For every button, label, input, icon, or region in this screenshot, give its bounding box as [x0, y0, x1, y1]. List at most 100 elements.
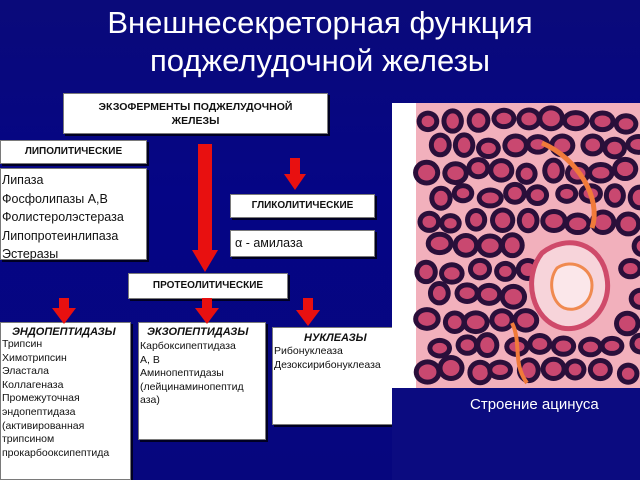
acinus-lumen	[470, 213, 483, 227]
exopeptidase-label: ЭКЗОПЕПТИДАЗЫ	[147, 326, 249, 338]
list-item: Рибонуклеаза	[274, 345, 343, 357]
acinus-lumen	[457, 238, 475, 253]
acinus-lumen	[457, 137, 471, 153]
acinus-lumen	[442, 360, 460, 377]
acinus-lumen	[592, 362, 608, 377]
acinus-lumen	[418, 364, 437, 380]
acinus-cell	[631, 235, 640, 257]
acinus-lumen	[594, 115, 611, 128]
list-item: Карбоксипептидаза	[140, 340, 236, 352]
acinus-lumen	[447, 315, 462, 330]
acinus-lumen	[480, 337, 495, 354]
acinus-lumen	[472, 364, 488, 381]
endopeptidase-box: ЭНДОПЕПТИДАЗЫ Трипсин Химотрипсин Эласта…	[0, 322, 131, 480]
list-item: прокарбооксипептида	[2, 446, 110, 459]
acinus-lumen	[521, 212, 535, 229]
acinus-lumen	[618, 118, 634, 130]
acinus-lumen	[504, 288, 523, 305]
acinus-lumen	[568, 363, 582, 376]
acinus-lumen	[517, 313, 535, 328]
lipolytic-box: ЛИПОЛИТИЧЕСКИЕ	[0, 140, 147, 164]
acinus-lumen	[499, 265, 512, 277]
acinus-lumen	[520, 167, 533, 180]
list-item: Дезоксирибонуклеаза	[274, 358, 381, 371]
proteolytic-label: ПРОТЕОЛИТИЧЕСКИЕ	[152, 280, 264, 291]
acinus-lumen	[432, 286, 446, 301]
list-item: Промежуточная	[2, 392, 80, 405]
endopeptidase-list: Трипсин Химотрипсин Эластала Коллагеназа…	[1, 338, 130, 460]
acinus-lumen	[481, 142, 496, 155]
amylase-label: α - амилаза	[235, 236, 303, 250]
caption-panel	[392, 388, 640, 480]
acinus-lumen	[496, 112, 512, 125]
acinus-lumen	[530, 139, 546, 150]
acinus-lumen	[471, 162, 486, 175]
acinus-lumen	[421, 115, 435, 128]
endopeptidase-label: ЭНДОПЕПТИДАЗЫ	[12, 326, 116, 338]
list-item: Липопротеинлипаза	[2, 228, 119, 243]
acinus-lumen	[504, 237, 520, 254]
title-line-2: поджелудочной железы	[149, 43, 491, 78]
acinus-lumen	[460, 339, 475, 351]
glycolytic-label: ГЛИКОЛИТИЧЕСКИЕ	[251, 200, 354, 211]
list-item: (активированная	[2, 419, 85, 432]
acinus-lumen	[433, 137, 447, 153]
acinus-lumen	[633, 292, 640, 305]
acinus-lumen	[592, 166, 610, 179]
acinus-lumen	[566, 115, 585, 127]
acinus-lumen	[521, 112, 537, 126]
acinus-lumen	[507, 138, 524, 153]
acinus-image-icon	[392, 103, 640, 388]
exoenzymes-label: ЭКЗОФЕРМЕНТЫ ПОДЖЕЛУДОЧНОЙ ЖЕЛЕЗЫ	[98, 101, 293, 127]
list-item: Аминопептидазы	[140, 367, 224, 380]
list-item: Фолистеролэстераза	[2, 210, 124, 224]
acinus-lumen	[481, 192, 499, 204]
page-title: Внешнесекреторная функция поджелудочной …	[0, 4, 640, 80]
acinus-lumen	[444, 218, 457, 229]
acinus-lumen	[532, 338, 548, 350]
title-line-1: Внешнесекреторная функция	[107, 5, 533, 40]
acinus-lumen	[434, 190, 448, 206]
acinus-lumen	[545, 361, 562, 376]
nuclease-list: Рибонуклеаза Дезоксирибонуклеаза	[273, 344, 402, 372]
acinus-lumen	[623, 262, 638, 275]
acinus-lumen	[560, 188, 574, 199]
list-item: Коллагеназа	[2, 378, 64, 391]
acinus-lumen	[521, 362, 536, 379]
acinus-lumen	[594, 214, 612, 230]
acinus-lumen	[492, 364, 508, 376]
acinus-lumen	[447, 166, 464, 181]
acinus-lumen	[634, 337, 640, 350]
exopeptidase-list: Карбоксипептидаза А, В Аминопептидазы (л…	[139, 338, 265, 408]
arrow-down-icon	[192, 144, 218, 272]
acinus-lumen	[555, 340, 572, 352]
acinus-lumen	[554, 138, 571, 153]
acinus-lumen	[545, 213, 563, 229]
acinus-lumen	[430, 236, 449, 251]
acinus-lumen	[459, 287, 475, 300]
exoenzymes-box: ЭКЗОФЕРМЕНТЫ ПОДЖЕЛУДОЧНОЙ ЖЕЛЕЗЫ	[63, 93, 328, 134]
acinus-lumen	[495, 212, 511, 228]
acinus-lumen	[471, 113, 486, 128]
acinus-lumen	[632, 189, 640, 206]
proteolytic-box: ПРОТЕОЛИТИЧЕСКИЕ	[128, 273, 288, 299]
acinus-lumen	[604, 340, 620, 351]
glycolytic-box: ГЛИКОЛИТИЧЕСКИЕ	[230, 194, 375, 218]
acinus-lumen	[619, 315, 636, 332]
acinus-lumen	[585, 138, 601, 152]
list-item: (лейцинаминопептид	[140, 380, 244, 393]
acinus-lumen	[472, 262, 488, 276]
acinus-lumen	[419, 264, 433, 280]
acinus-lumen	[418, 164, 436, 181]
acinus-lumen	[530, 189, 545, 202]
arrow-down-icon	[296, 298, 320, 326]
acinus-lumen	[617, 161, 634, 177]
acinus-lumen	[481, 238, 499, 253]
list-item: трипсином	[2, 433, 55, 446]
amylase-box: α - амилаза	[230, 230, 375, 257]
acinus-lumen	[508, 186, 522, 200]
acinus-lumen	[480, 287, 498, 301]
acinus-lumen	[621, 367, 635, 380]
arrow-down-icon	[195, 298, 219, 324]
list-item: Эластала	[2, 365, 49, 378]
